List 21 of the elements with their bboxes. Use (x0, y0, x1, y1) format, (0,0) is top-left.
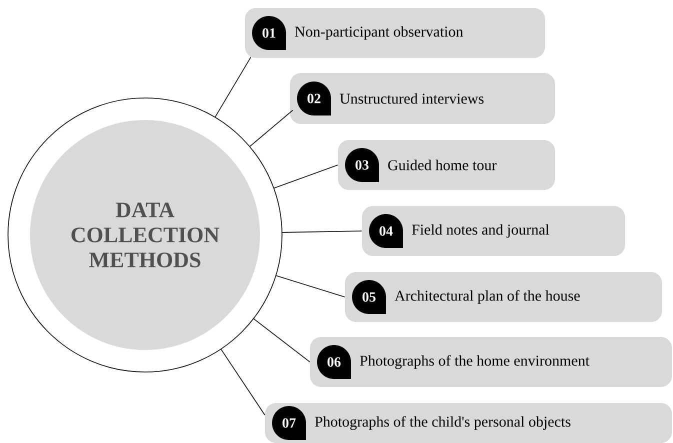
number-badge: 03 (345, 148, 379, 182)
connector-line (274, 164, 338, 189)
connector-line (220, 348, 266, 416)
method-box: 05 Architectural plan of the house (345, 272, 662, 322)
connector-line (214, 56, 252, 118)
connector-line (253, 318, 310, 362)
number-badge: 01 (252, 16, 286, 50)
connector-line (249, 110, 294, 147)
number-badge: 05 (352, 280, 386, 314)
method-box: 04 Field notes and journal (362, 206, 625, 256)
connector-line (276, 275, 346, 298)
number-badge: 06 (317, 344, 351, 379)
number-badge: 07 (272, 406, 306, 440)
number-badge: 02 (297, 82, 331, 116)
method-box: 02 Unstructured interviews (290, 73, 555, 124)
connector-line (282, 230, 362, 233)
method-box: 06 Photographs of the home environment (310, 336, 672, 387)
method-box: 03 Guided home tour (338, 140, 555, 190)
method-box: 07 Photographs of the child's personal objects (265, 402, 672, 443)
number-badge: 04 (369, 214, 403, 248)
method-box: 01 Non-participant observation (245, 8, 545, 58)
